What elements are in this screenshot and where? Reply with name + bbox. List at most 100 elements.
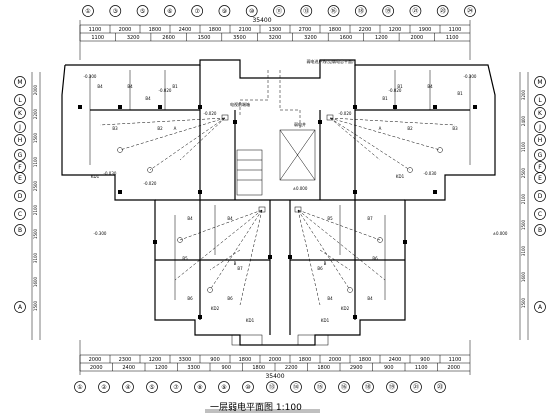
right-axis-circle [534,134,546,146]
dimension-value: 2200 [359,27,372,33]
circuit-tag: A [174,126,177,131]
top-axis-label: ⑪ [276,7,282,15]
left-axis-circle [14,190,26,202]
circuit-tag: B [324,261,327,266]
outlet-symbols [117,114,443,293]
left-dimension-value: 3100 [33,252,38,263]
top-axis-label: ⑤ [140,8,145,15]
left-axis-label: M [17,79,22,86]
right-dimension-value: 1100 [521,141,526,152]
left-axis-label: D [18,193,23,200]
left-axis-circle [14,134,26,146]
right-axis-label: J [538,124,541,131]
elevation-label: -0.030 [104,171,117,176]
bottom-axis-circle [338,381,350,393]
annotation-note: 电视前端箱 [230,101,250,107]
dimension-value: 3300 [179,357,192,363]
top-axis-label: ⑨ [222,8,227,15]
left-dimension-lines [31,72,41,340]
dimension-value: 3500 [233,35,246,41]
top-axis-label: ⑥ [167,8,172,15]
right-dimension-value: 1500 [521,219,526,230]
bottom-axis-circle [386,381,398,393]
bottom-axis-label: ㉓ [437,383,443,391]
top-axis-label: ⑯ [331,7,337,15]
dimension-value: 1900 [419,27,432,33]
dimension-value: 1600 [340,35,353,41]
left-dimension-value: 1500 [33,228,38,239]
left-axis-circle [14,224,26,236]
left-axis-label: E [18,175,22,182]
top-axis-label: ⑱ [358,7,364,15]
dimension-value: 2000 [90,365,103,371]
elevation-label: -0.020 [204,111,217,116]
bottom-total-dimension: 35400 [265,373,284,380]
left-axis-label: B [18,227,22,234]
elevation-label: ±0.000 [293,186,308,191]
dimension-value: 1100 [415,365,428,371]
right-dimension-value: 1600 [521,271,526,282]
room-label: B4 [187,216,193,221]
dimension-value: 2400 [122,365,135,371]
bottom-axis-circle [74,381,86,393]
top-axis-circle [218,5,231,17]
bottom-axis-label: ⑦ [173,384,179,391]
room-label: B7 [237,266,243,271]
room-label: B4 [97,84,103,89]
room-label: B4 [327,296,333,301]
right-axis-circle [534,121,546,133]
bottom-axis-label: ⑬ [269,383,275,391]
dimension-value: 1800 [149,27,162,33]
room-label: B5 [182,256,188,261]
elevation-label: -0.020 [389,88,402,93]
dimension-value: 1200 [389,27,402,33]
bottom-axis-label: ㉑ [413,383,419,391]
left-axis-circle [14,121,26,133]
right-dimension-value: 3100 [521,245,526,256]
circuit-tag: KD1 [321,318,330,323]
top-axis-circle [136,5,149,17]
dimension-value: 900 [384,365,394,371]
bottom-axis-circle [146,381,158,393]
right-axis-circle [534,190,546,202]
left-dimension-value: 2200 [33,108,38,119]
elevation-label: -0.300 [84,74,97,79]
bottom-axis-circle [410,381,422,393]
top-axis-circle [464,5,476,17]
bottom-axis-circle [434,381,446,393]
top-dimension-lines [79,20,471,60]
bottom-axis-label: ⑧ [197,384,202,391]
bottom-axis-label: ⑨ [221,384,226,391]
dimension-value: 1100 [449,357,462,363]
elevation-label: -0.020 [339,111,352,116]
bottom-axis-label: ① [77,384,82,391]
room-label: B2 [407,126,413,131]
dimension-value: 2200 [285,365,298,371]
top-axis-label: ㉔ [467,7,473,15]
right-axis-circle [534,149,546,161]
room-label: B1 [397,84,403,89]
dimension-value: 3200 [127,35,140,41]
left-dimension-value: 1500 [33,300,38,311]
bottom-axis-label: ⑩ [245,384,250,391]
structural-columns [78,105,477,319]
dimension-value: 1100 [91,35,104,41]
room-label: B6 [372,256,378,261]
dimension-value: 1100 [89,27,102,33]
left-axis-label: G [18,152,23,159]
room-label: B1 [172,84,178,89]
right-axis-label: B [538,227,542,234]
elevation-label: ±0.000 [493,231,508,236]
dimension-value: 2400 [389,357,402,363]
right-axis-circle [534,94,546,106]
bottom-axis-circle [290,381,302,393]
top-axis-circle [82,5,94,17]
dimension-value: 2400 [179,27,192,33]
bottom-axis-circle [242,381,254,393]
circuit-tag: B [234,261,237,266]
right-dimension-value: 2500 [521,167,526,178]
elevation-label: -0.300 [94,231,107,236]
